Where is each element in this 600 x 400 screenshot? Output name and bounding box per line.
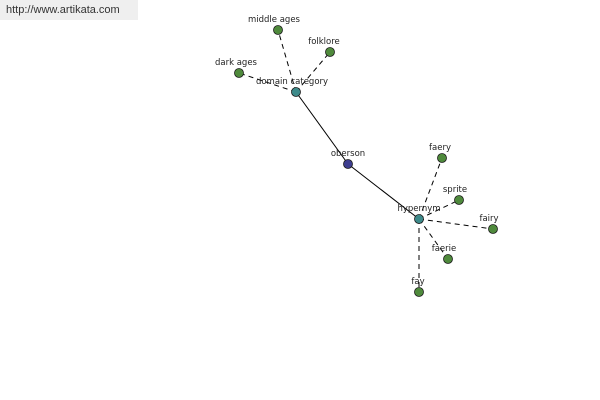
node-dot-sprite[interactable] <box>454 195 464 205</box>
node-oberson[interactable]: oberson <box>331 149 365 169</box>
node-label-sprite[interactable]: sprite <box>443 185 467 195</box>
node-label-hypernym[interactable]: hypernym <box>397 204 440 214</box>
edge-domain-category-to-dark-ages <box>238 72 297 93</box>
node-dot-middle-ages[interactable] <box>273 25 283 35</box>
node-label-fairy[interactable]: fairy <box>479 214 498 224</box>
node-middle-ages[interactable]: middle ages <box>248 15 301 35</box>
source-url-banner[interactable]: http://www.artikata.com <box>0 0 138 20</box>
node-dark-ages[interactable]: dark ages <box>215 58 258 78</box>
edge-hypernym-to-sprite <box>418 199 460 220</box>
node-label-faerie[interactable]: faerie <box>432 244 457 254</box>
node-hypernym[interactable]: hypernym <box>397 204 441 224</box>
node-label-domain-category[interactable]: domain category <box>256 77 328 87</box>
node-dot-faerie[interactable] <box>443 254 453 264</box>
node-fay[interactable]: fay <box>411 277 425 297</box>
node-label-folklore[interactable]: folklore <box>308 37 340 47</box>
node-sprite[interactable]: sprite <box>443 185 467 205</box>
node-label-faery[interactable]: faery <box>429 143 451 153</box>
edge-domain-category-to-middle-ages <box>277 29 297 93</box>
node-label-dark-ages[interactable]: dark ages <box>215 58 258 68</box>
node-dot-faery[interactable] <box>437 153 447 163</box>
node-dot-folklore[interactable] <box>325 47 335 57</box>
edge-hypernym-to-faery <box>418 157 443 220</box>
graph-edges <box>238 29 494 292</box>
edge-oberson-to-hypernym <box>347 163 420 220</box>
node-dot-dark-ages[interactable] <box>234 68 244 78</box>
node-label-fay[interactable]: fay <box>411 277 424 287</box>
node-dot-hypernym[interactable] <box>414 214 424 224</box>
node-dot-fay[interactable] <box>414 287 424 297</box>
edge-oberson-to-domain-category <box>295 91 349 165</box>
node-label-oberson[interactable]: oberson <box>331 149 365 159</box>
node-label-middle-ages[interactable]: middle ages <box>248 15 301 25</box>
node-dot-fairy[interactable] <box>488 224 498 234</box>
node-faery[interactable]: faery <box>429 143 451 163</box>
node-folklore[interactable]: folklore <box>308 37 340 57</box>
node-dot-oberson[interactable] <box>343 159 353 169</box>
graph-nodes: oberson domain category hypernym middle age… <box>215 15 499 297</box>
node-dot-domain-category[interactable] <box>291 87 301 97</box>
node-fairy[interactable]: fairy <box>479 214 499 234</box>
edge-hypernym-to-fairy <box>418 218 494 230</box>
node-domain-category[interactable]: domain category <box>256 77 328 97</box>
node-faerie[interactable]: faerie <box>432 244 457 264</box>
